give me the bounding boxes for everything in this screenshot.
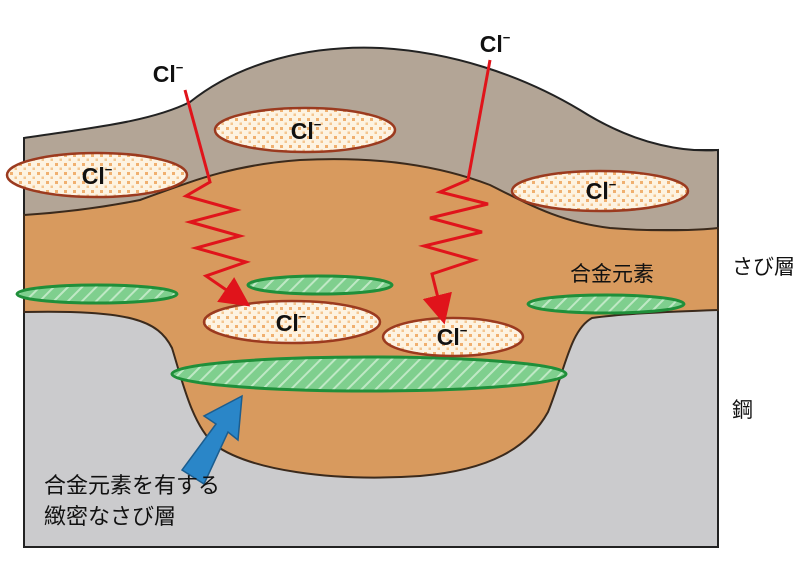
chloride-label: Cl−: [82, 162, 113, 189]
chloride-label: Cl−: [586, 177, 617, 204]
alloy-element-label: 合金元素: [570, 262, 654, 286]
chloride-ellipse: [5, 151, 189, 199]
chloride-label: Cl−: [291, 117, 322, 144]
chloride-ellipse: [510, 169, 690, 213]
chloride-attack-arrow-right: [418, 59, 492, 325]
chloride-label-top-left: Cl−: [153, 60, 184, 87]
chloride-ellipse: [202, 299, 382, 345]
alloy-element-ellipse: [526, 293, 686, 315]
alloy-element-ellipse: [246, 274, 394, 296]
chloride-label: Cl−: [276, 309, 307, 336]
chloride-ellipse: [381, 316, 525, 358]
chloride-attack-arrow-left: [182, 89, 251, 307]
chloride-ellipse: [213, 106, 397, 154]
dense-alloy-rust-ellipse: [170, 355, 568, 393]
chloride-label: Cl−: [437, 323, 468, 350]
dense-rust-label-line1: 合金元素を有する: [44, 474, 220, 499]
pointer-arrow: [180, 394, 243, 486]
chloride-label-top-right: Cl−: [480, 30, 511, 57]
alloy-element-ellipse: [15, 283, 179, 305]
dense-rust-label-line2: 緻密なさび層: [44, 505, 176, 530]
steel-label: 鋼: [732, 398, 753, 422]
rust-layer-label: さび層: [732, 255, 795, 279]
